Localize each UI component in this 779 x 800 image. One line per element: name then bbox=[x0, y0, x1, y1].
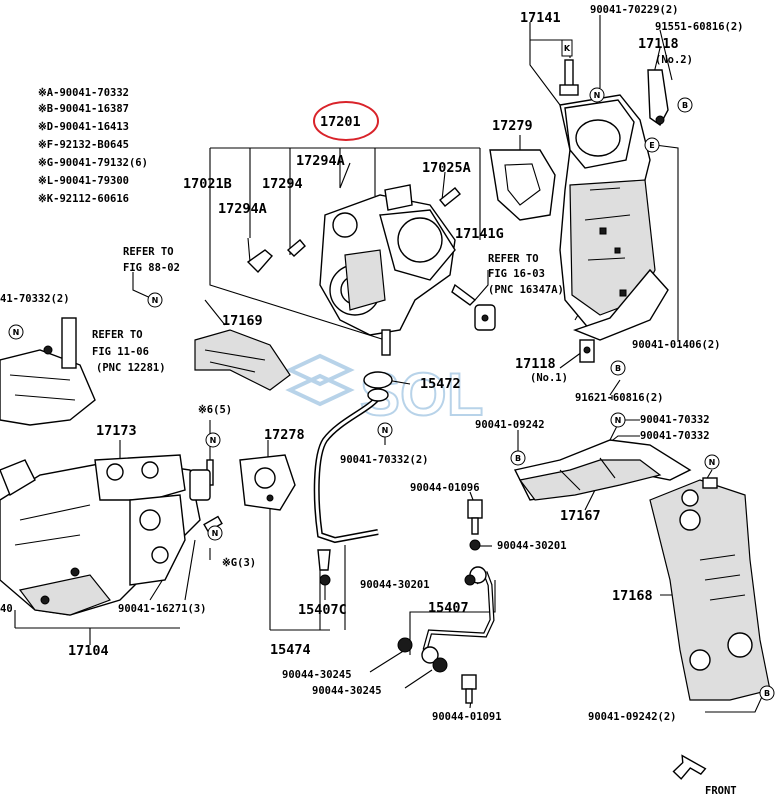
label-91551: 91551-60816(2) bbox=[655, 21, 744, 33]
label-15474: 15474 bbox=[270, 642, 311, 658]
label-70332-r1: 90041-70332 bbox=[640, 414, 710, 426]
label-90041-09242a: 90041-09242 bbox=[475, 419, 545, 431]
label-15407c: 15407C bbox=[298, 602, 347, 618]
label-90041-16271: 90041-16271(3) bbox=[118, 603, 207, 615]
tag-n-left: N bbox=[13, 328, 20, 337]
tag-k: K bbox=[564, 44, 571, 53]
label-17118-no1: 17118 bbox=[515, 356, 556, 372]
exhaust-manifold-converter bbox=[559, 59, 669, 341]
legend: ※A-90041-70332 ※B-90041-16387 ※D-90041-1… bbox=[38, 87, 148, 205]
label-15472: 15472 bbox=[420, 376, 461, 392]
refer-3a: REFER TO bbox=[92, 329, 143, 341]
refer-2a: REFER TO bbox=[488, 253, 539, 265]
refer-3b: FIG 11-06 bbox=[92, 346, 149, 358]
label-17167: 17167 bbox=[560, 508, 601, 524]
tag-n-703: N bbox=[615, 416, 622, 425]
tag-n-17278: N bbox=[212, 529, 219, 538]
legend-f: ※F-92132-B0645 bbox=[38, 139, 129, 151]
exhaust-manifold-17104 bbox=[0, 454, 201, 616]
label-17141g: 17141G bbox=[455, 226, 504, 242]
label-17021b: 17021B bbox=[183, 176, 232, 192]
label-70332-center: 90041-70332(2) bbox=[340, 454, 429, 466]
gasket-17278 bbox=[239, 454, 296, 511]
tag-k-frame bbox=[561, 39, 573, 57]
legend-g: ※G-90041-79132(6) bbox=[38, 157, 148, 169]
label-left-70332: 41-70332(2) bbox=[0, 293, 70, 305]
turbocharger-17201 bbox=[319, 184, 456, 356]
label-17168: 17168 bbox=[612, 588, 653, 604]
tag-e: E bbox=[649, 141, 654, 150]
label-90044-30201a: 90044-30201 bbox=[497, 540, 567, 552]
tag-n-6: N bbox=[210, 436, 217, 445]
label-17279: 17279 bbox=[492, 118, 533, 134]
label-17141: 17141 bbox=[520, 10, 561, 26]
label-91621: 91621-60816(2) bbox=[575, 392, 664, 404]
bracket-17118-no1 bbox=[579, 339, 595, 363]
refer-2b: FIG 16-03 bbox=[488, 268, 545, 280]
refer-1a: REFER TO bbox=[123, 246, 174, 258]
tag-n-top: N bbox=[594, 91, 601, 100]
legend-b: ※B-90041-16387 bbox=[38, 103, 129, 115]
label-15407: 15407 bbox=[428, 600, 469, 616]
label-17294: 17294 bbox=[262, 176, 303, 192]
leader-lines bbox=[14, 15, 766, 713]
label-90041-09242b: 90041-09242(2) bbox=[588, 711, 677, 723]
tag-n-ref: N bbox=[152, 296, 159, 305]
tag-n-rt: N bbox=[709, 458, 716, 467]
label-front: FRONT bbox=[705, 785, 737, 797]
tag-n-mid: N bbox=[382, 426, 389, 435]
label-90044-30201b: 90044-30201 bbox=[360, 579, 430, 591]
heat-insulator-17168 bbox=[649, 477, 771, 701]
highlight-ring bbox=[313, 101, 379, 141]
label-no2: (No.2) bbox=[655, 54, 693, 66]
gasket-15472 bbox=[363, 371, 393, 437]
label-17294a-top: 17294A bbox=[296, 153, 345, 169]
legend-k: ※K-92112-60616 bbox=[38, 193, 129, 205]
tag-b-top: B bbox=[682, 101, 688, 110]
tag-b-low: B bbox=[764, 689, 770, 698]
label-90044-30245b: 90044-30245 bbox=[312, 685, 382, 697]
label-17025a: 17025A bbox=[422, 160, 471, 176]
label-no1: (No.1) bbox=[530, 372, 568, 384]
legend-l: ※L-90041-79300 bbox=[38, 175, 129, 187]
union-bolts bbox=[397, 499, 483, 704]
oil-pipe-15474 bbox=[313, 393, 383, 586]
heat-insulator-17167 bbox=[513, 439, 692, 501]
label-90044-30245a: 90044-30245 bbox=[282, 669, 352, 681]
refer-2c: (PNC 16347A) bbox=[488, 284, 564, 296]
label-17104: 17104 bbox=[68, 643, 109, 659]
legend-d: ※D-90041-16413 bbox=[38, 121, 129, 133]
tag-b-mid: B bbox=[615, 364, 621, 373]
heat-insulator-17169 bbox=[194, 329, 291, 391]
label-70332-r2: 90041-70332 bbox=[640, 430, 710, 442]
label-90044-01096: 90044-01096 bbox=[410, 482, 480, 494]
studs-6 bbox=[189, 459, 223, 533]
label-90041-70229: 90041-70229(2) bbox=[590, 4, 679, 16]
label-17294a: 17294A bbox=[218, 201, 267, 217]
label-17173: 17173 bbox=[96, 423, 137, 439]
callout-tags: K N B E N N B N N B N N N B bbox=[8, 39, 775, 701]
label-90041-01406: 90041-01406(2) bbox=[632, 339, 721, 351]
cylinder-head bbox=[0, 317, 96, 426]
label-n6-3: ※G(3) bbox=[222, 557, 256, 569]
label-17278: 17278 bbox=[264, 427, 305, 443]
studs bbox=[246, 187, 496, 331]
tag-b-242: B bbox=[515, 454, 521, 463]
label-17201: 17201 bbox=[320, 114, 361, 130]
refer-3c: (PNC 12281) bbox=[96, 362, 166, 374]
legend-a: ※A-90041-70332 bbox=[38, 87, 129, 99]
label-17118-no2: 17118 bbox=[638, 36, 679, 52]
label-left-40: 40 bbox=[0, 603, 13, 615]
gasket-17279 bbox=[489, 149, 556, 221]
label-90044-01091: 90044-01091 bbox=[432, 711, 502, 723]
part-labels: 17141 90041-70229(2) 91551-60816(2) 1711… bbox=[0, 4, 744, 797]
label-17169: 17169 bbox=[222, 313, 263, 329]
label-n6-5: ※6(5) bbox=[198, 404, 232, 416]
front-arrow bbox=[672, 754, 707, 780]
refer-1b: FIG 88-02 bbox=[123, 262, 180, 274]
